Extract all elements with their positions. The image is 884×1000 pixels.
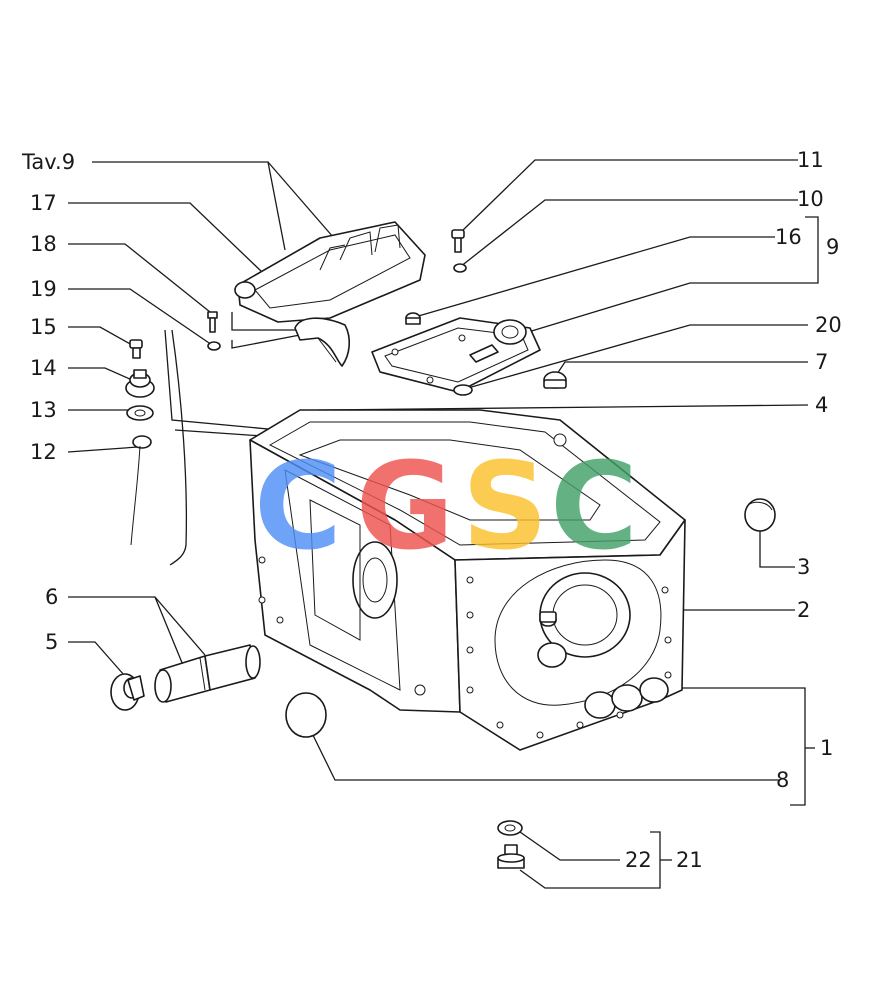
leader-lines: [67, 159, 819, 889]
watermark-letter: C: [550, 438, 638, 577]
label-3: 3: [797, 555, 810, 579]
label-12: 12: [30, 440, 57, 464]
label-14: 14: [30, 356, 57, 380]
side-cover-9: [371, 317, 541, 393]
watermark-letter: C: [254, 438, 342, 577]
watermark-letter: G: [356, 438, 455, 577]
label-15: 15: [30, 315, 57, 339]
label-18: 18: [30, 232, 57, 256]
washer-20: [453, 384, 473, 396]
washer-13: [126, 405, 154, 421]
washer-10: [453, 263, 467, 273]
label-9: 9: [826, 235, 839, 259]
label-13: 13: [30, 398, 57, 422]
label-20: 20: [815, 313, 842, 337]
bolt-11: [451, 229, 465, 253]
top-cover-assembly: [234, 221, 426, 323]
sleeve-6: [154, 644, 261, 703]
label-8: 8: [776, 768, 789, 792]
plug-16: [405, 312, 421, 325]
transmission-housing: [249, 409, 686, 751]
label-10: 10: [797, 187, 824, 211]
label-5: 5: [45, 630, 58, 654]
plug-7: [543, 371, 567, 389]
label-21: 21: [676, 848, 703, 872]
plug-21: [497, 844, 525, 869]
washer-19: [207, 341, 221, 351]
label-16: 16: [775, 225, 802, 249]
label-7: 7: [815, 350, 828, 374]
label-11: 11: [797, 148, 824, 172]
label-17: 17: [30, 191, 57, 215]
bracket-17: [294, 317, 351, 367]
label-19: 19: [30, 277, 57, 301]
plug-14: [125, 369, 155, 398]
dipstick-12: [130, 435, 152, 546]
label-2: 2: [797, 598, 810, 622]
bolt-18: [207, 311, 218, 333]
label-22: 22: [625, 848, 652, 872]
label-1: 1: [820, 736, 833, 760]
cap-8: [285, 692, 327, 738]
cap-3: [744, 498, 776, 532]
washer-22: [497, 820, 523, 836]
fitting-5: [110, 673, 145, 711]
bolt-15: [129, 339, 143, 359]
label-tav9: Tav.9: [21, 150, 75, 174]
watermark-letter: S: [462, 438, 548, 577]
part-labels: Tav.9 17 18 19 15 14 13 12 6 5 11 10 16 …: [21, 148, 842, 872]
label-6: 6: [45, 585, 58, 609]
watermark-logo: C G S C: [254, 438, 638, 577]
label-4: 4: [815, 393, 828, 417]
